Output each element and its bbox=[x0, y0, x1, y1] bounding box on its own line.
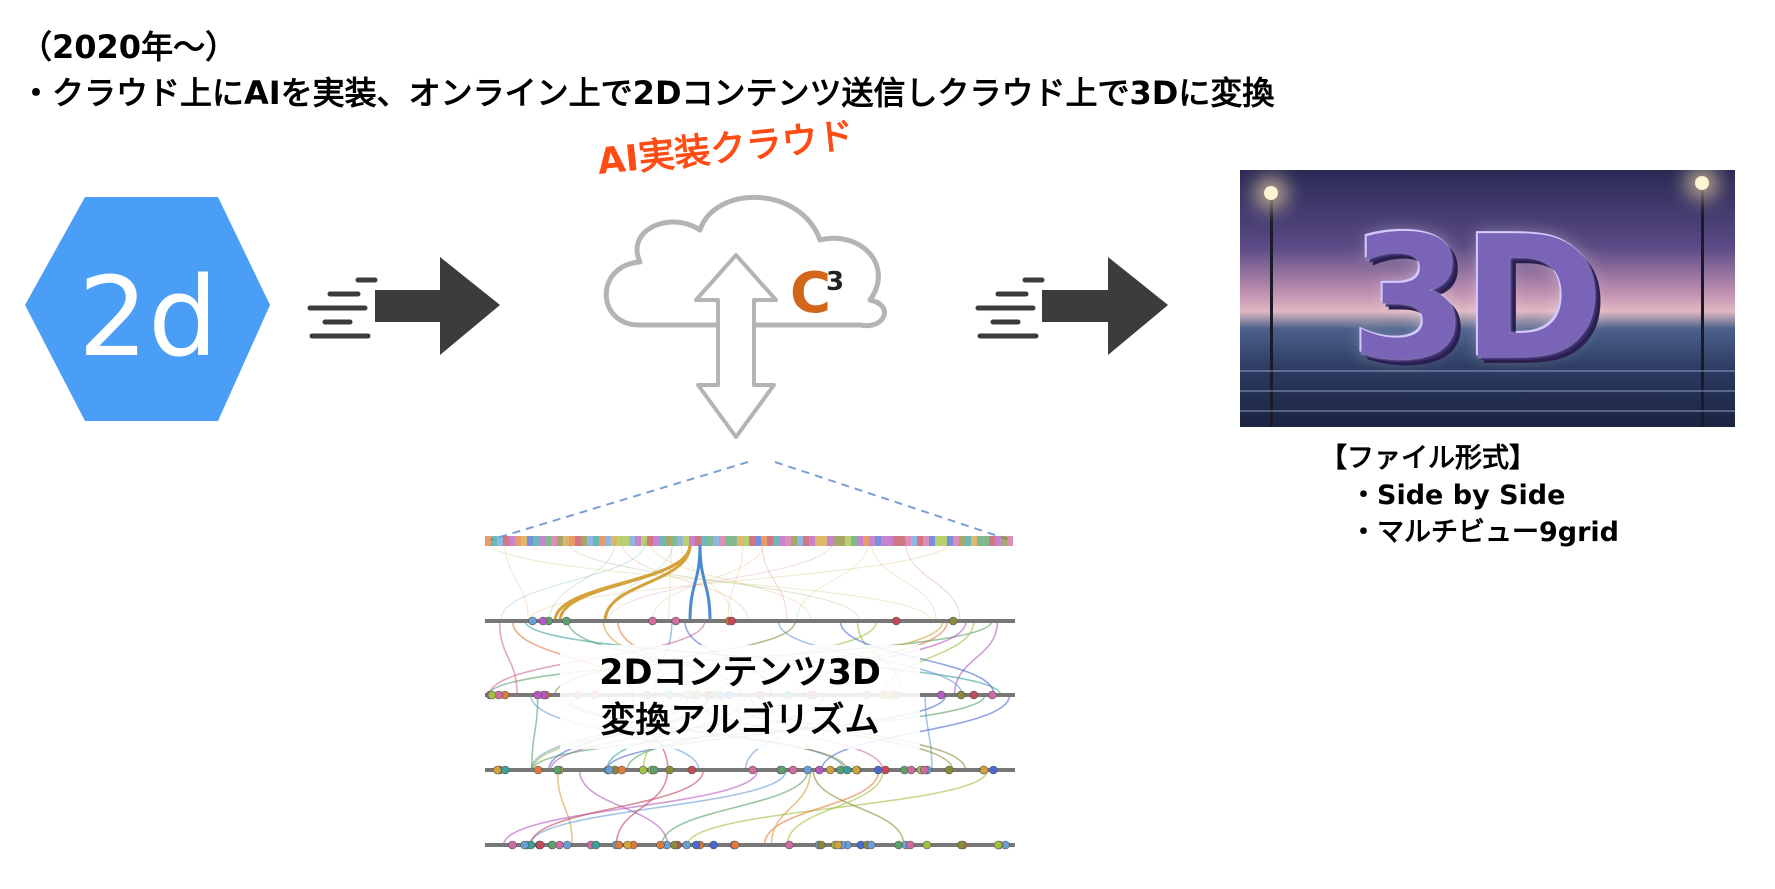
output-3d-image: 3D bbox=[1240, 170, 1735, 427]
file-format-title: 【ファイル形式】 bbox=[1320, 443, 1536, 474]
heading-period: （2020年～） bbox=[20, 28, 238, 66]
deck-line bbox=[1240, 410, 1735, 412]
heading-description: ・クラウド上にAIを実装、オンライン上で2Dコンテンツ送信しクラウド上で3Dに変… bbox=[20, 74, 1275, 112]
arrow-icon-left bbox=[307, 257, 500, 355]
deck-line bbox=[1240, 390, 1735, 392]
arrow-icon-right bbox=[975, 257, 1168, 355]
file-format-info: 【ファイル形式】 ・Side by Side ・マルチビュー9grid bbox=[1320, 440, 1619, 551]
deck-line bbox=[1240, 370, 1735, 372]
algorithm-label-line1: 2Dコンテンツ3D bbox=[599, 653, 881, 693]
source-2d-label: 2d bbox=[78, 253, 218, 381]
lamp-light bbox=[1264, 186, 1278, 200]
zoom-dashed-lines bbox=[489, 461, 1011, 541]
file-format-item: ・Side by Side bbox=[1350, 480, 1566, 511]
cloud-logo-superscript: 3 bbox=[826, 267, 844, 297]
source-2d-hexagon: 2d bbox=[25, 197, 270, 421]
output-3d-text: 3D bbox=[1350, 200, 1603, 398]
cloud-icon: C 3 bbox=[603, 195, 887, 439]
algorithm-label: 2Dコンテンツ3D 変換アルゴリズム bbox=[560, 645, 920, 749]
lamp-pole bbox=[1701, 180, 1704, 427]
algorithm-label-line2: 変換アルゴリズム bbox=[600, 701, 880, 741]
cloud-logo-letter: C bbox=[790, 261, 831, 326]
lamp-pole bbox=[1270, 190, 1273, 427]
file-format-item: ・マルチビュー9grid bbox=[1350, 517, 1620, 548]
lamp-light bbox=[1695, 176, 1709, 190]
